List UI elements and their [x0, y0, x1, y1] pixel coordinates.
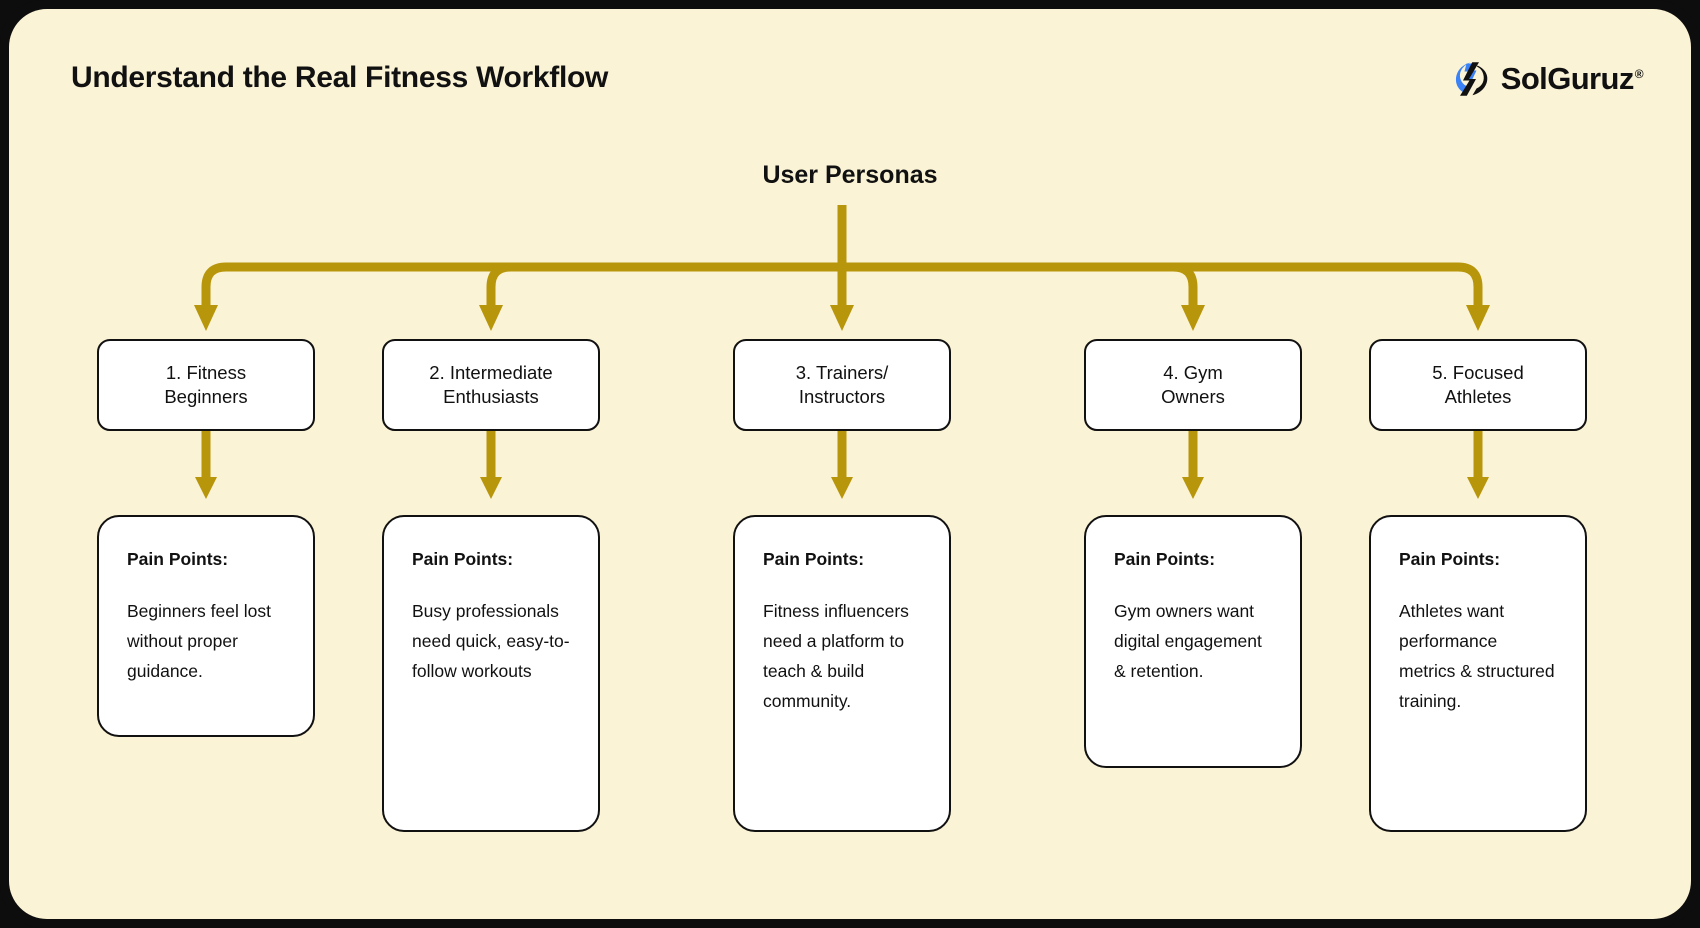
pain-text-1: Beginners feel lost without proper guida…	[127, 601, 271, 682]
pain-text-4: Gym owners want digital engagement & ret…	[1114, 601, 1262, 682]
persona-label-4: 4. Gym Owners	[1161, 361, 1225, 410]
persona-box-3[interactable]: 3. Trainers/ Instructors	[733, 339, 951, 431]
pain-box-2[interactable]: Pain Points: Busy professionals need qui…	[382, 515, 600, 832]
persona-label-2: 2. Intermediate Enthusiasts	[429, 361, 552, 410]
pain-text-2: Busy professionals need quick, easy-to-f…	[412, 601, 570, 682]
persona-line-2: Instructors	[798, 386, 886, 407]
persona-line-2: Beginners	[164, 386, 248, 407]
pain-heading-4: Pain Points:	[1114, 549, 1216, 569]
pain-heading-2: Pain Points:	[412, 549, 514, 569]
persona-line-1: 3. Trainers/	[795, 361, 889, 383]
persona-box-4[interactable]: 4. Gym Owners	[1084, 339, 1302, 431]
logo-text-label: SolGuruz	[1500, 61, 1635, 96]
persona-line-1: 2. Intermediate	[429, 361, 553, 383]
pain-text-3: Fitness influencers need a platform to t…	[763, 601, 909, 712]
persona-line-2: Enthusiasts	[443, 386, 539, 407]
persona-label-5: 5. Focused Athletes	[1432, 361, 1524, 410]
pain-heading-5: Pain Points:	[1399, 549, 1501, 569]
persona-box-2[interactable]: 2. Intermediate Enthusiasts	[382, 339, 600, 431]
persona-line-1: 5. Focused	[1432, 361, 1524, 383]
persona-line-1: 4. Gym	[1163, 361, 1223, 383]
slide-canvas: Understand the Real Fitness Workflow Sol…	[9, 9, 1691, 919]
pain-heading-1: Pain Points:	[127, 549, 229, 569]
registered-mark: ®	[1634, 66, 1644, 81]
persona-line-1: 1. Fitness	[165, 361, 247, 383]
pain-box-1[interactable]: Pain Points: Beginners feel lost without…	[97, 515, 315, 737]
persona-line-2: Owners	[1161, 386, 1225, 407]
pain-box-3[interactable]: Pain Points: Fitness influencers need a …	[733, 515, 951, 832]
pain-box-4[interactable]: Pain Points: Gym owners want digital eng…	[1084, 515, 1302, 768]
pain-box-5[interactable]: Pain Points: Athletes want performance m…	[1369, 515, 1587, 832]
solguruz-hexagon-swoosh-icon	[1455, 62, 1488, 96]
persona-columns: 1. Fitness Beginners Pain Points: Beginn…	[9, 9, 1691, 919]
persona-label-3: 3. Trainers/ Instructors	[796, 361, 889, 410]
brand-logo: SolGuruz®	[1454, 59, 1644, 99]
persona-box-5[interactable]: 5. Focused Athletes	[1369, 339, 1587, 431]
logo-wordmark: SolGuruz®	[1500, 61, 1644, 97]
root-node-label: User Personas	[762, 161, 938, 189]
pain-heading-3: Pain Points:	[763, 549, 865, 569]
persona-label-1: 1. Fitness Beginners	[164, 361, 247, 410]
page-title: Understand the Real Fitness Workflow	[71, 61, 609, 94]
pain-text-5: Athletes want performance metrics & stru…	[1399, 601, 1555, 712]
persona-line-2: Athletes	[1444, 386, 1512, 407]
persona-box-1[interactable]: 1. Fitness Beginners	[97, 339, 315, 431]
